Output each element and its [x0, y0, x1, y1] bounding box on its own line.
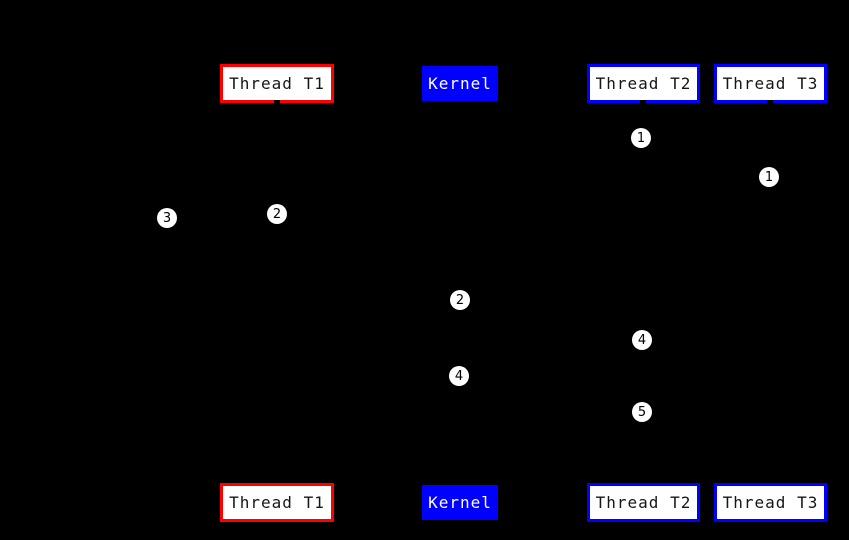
actor-label-thread-t3-bottom: Thread T3: [722, 493, 819, 512]
marker-label: 3: [162, 210, 172, 226]
sequence-marker: 3: [157, 208, 177, 228]
sequence-marker: 1: [631, 128, 651, 148]
actor-label-thread-t1-bottom: Thread T1: [229, 493, 325, 512]
actor-label-kernel-top: Kernel: [428, 74, 492, 93]
actor-label-thread-t1-top: Thread T1: [229, 74, 325, 93]
marker-label: 1: [636, 130, 646, 146]
actor-box-thread-t2-top: Thread T2: [587, 64, 700, 103]
lifeline-stub-t3-top: [767, 100, 773, 104]
marker-label: 4: [637, 332, 647, 348]
actor-box-kernel-bottom: Kernel: [422, 485, 498, 520]
marker-label: 2: [455, 292, 465, 308]
sequence-marker: 1: [759, 167, 779, 187]
marker-label: 4: [454, 368, 464, 384]
actor-label-thread-t3-top: Thread T3: [722, 74, 819, 93]
marker-label: 5: [637, 404, 647, 420]
actor-box-thread-t3-top: Thread T3: [714, 64, 827, 103]
actor-label-thread-t2-top: Thread T2: [595, 74, 692, 93]
actor-label-thread-t2-bottom: Thread T2: [595, 493, 692, 512]
lifeline-stub-t1-top: [274, 100, 280, 104]
actor-label-kernel-bottom: Kernel: [428, 493, 492, 512]
actor-box-thread-t1-bottom: Thread T1: [220, 483, 334, 522]
lifeline-stub-t2-top: [640, 100, 646, 104]
actor-box-thread-t1-top: Thread T1: [220, 64, 334, 103]
sequence-marker: 2: [450, 290, 470, 310]
sequence-marker: 4: [632, 330, 652, 350]
sequence-marker: 4: [449, 366, 469, 386]
actor-box-thread-t3-bottom: Thread T3: [714, 483, 827, 522]
marker-label: 2: [272, 206, 282, 222]
actor-box-kernel-top: Kernel: [422, 66, 498, 101]
actor-box-thread-t2-bottom: Thread T2: [587, 483, 700, 522]
sequence-marker: 2: [267, 204, 287, 224]
sequence-marker: 5: [632, 402, 652, 422]
marker-label: 1: [764, 169, 774, 185]
